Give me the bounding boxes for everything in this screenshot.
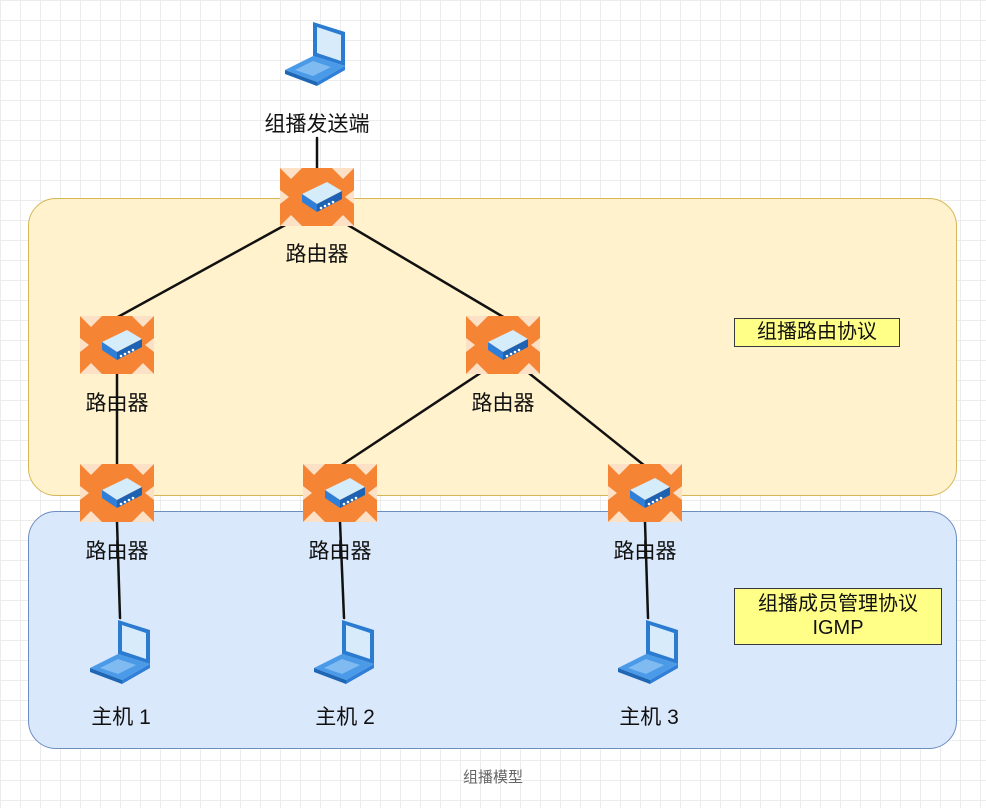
- router-icon: [608, 464, 682, 522]
- link-r3-r6: [523, 368, 647, 468]
- router-icon: [303, 464, 377, 522]
- routing-protocol-text: 组播路由协议: [757, 321, 877, 343]
- host-computer-icon: [614, 618, 680, 686]
- routing-protocol-note: 组播路由协议: [734, 318, 900, 347]
- link-r5-host2: [338, 520, 346, 620]
- host-label: 主机 1: [91, 706, 151, 729]
- link-r3-r5: [338, 368, 487, 468]
- link-r6-host3: [643, 520, 650, 620]
- router-label: 路由器: [471, 392, 535, 415]
- router-icon: [80, 316, 154, 374]
- diagram-caption: 组播模型: [462, 769, 524, 786]
- router-icon: [466, 316, 540, 374]
- member-protocol-note: 组播成员管理协议 IGMP: [734, 588, 942, 645]
- router-label: 路由器: [308, 540, 372, 563]
- router-icon: [80, 464, 154, 522]
- router-label: 路由器: [613, 540, 677, 563]
- host-computer-icon: [86, 618, 152, 686]
- router-icon: [280, 168, 354, 226]
- link-r1-r2: [114, 216, 300, 320]
- host-computer-icon: [310, 618, 376, 686]
- link-r4-host1: [115, 520, 122, 620]
- sender-computer-icon: [281, 20, 347, 88]
- host-label: 主机 2: [315, 706, 375, 729]
- router-label: 路由器: [85, 540, 149, 563]
- member-protocol-abbr: IGMP: [812, 617, 864, 639]
- router-label: 路由器: [85, 392, 149, 415]
- member-protocol-text: 组播成员管理协议: [758, 593, 918, 615]
- host-label: 主机 3: [619, 706, 679, 729]
- link-r1-r3: [334, 216, 507, 320]
- router-label: 路由器: [285, 243, 349, 266]
- sender-label: 组播发送端: [264, 113, 370, 136]
